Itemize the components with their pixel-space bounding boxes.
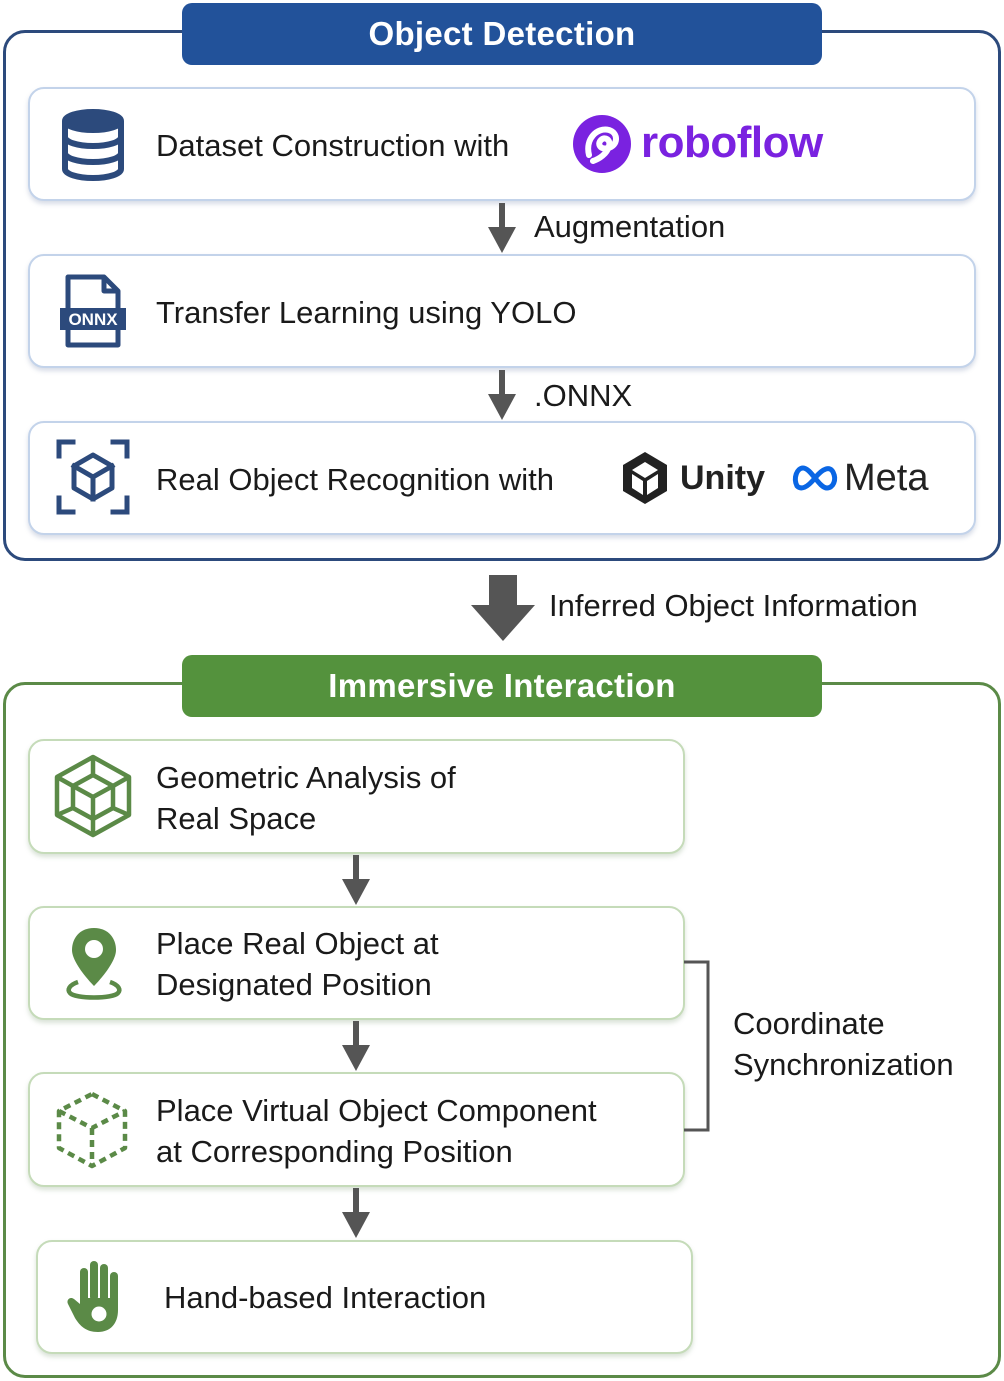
coordinate-sync-bracket — [684, 960, 710, 1132]
hand-interaction-label: Hand-based Interaction — [164, 1280, 487, 1315]
geometric-analysis-card — [28, 739, 685, 854]
arrow-transfer-to-recognition — [488, 370, 516, 420]
immersive-interaction-header: Immersive Interaction — [182, 655, 822, 717]
transfer-learning-label: Transfer Learning using YOLO — [156, 295, 577, 330]
hand-icon — [67, 1261, 118, 1332]
place-real-object-card — [28, 906, 685, 1020]
augmentation-label: Augmentation — [534, 209, 726, 244]
arrow-detection-to-interaction — [471, 575, 535, 641]
database-icon — [62, 109, 124, 181]
place-real-object-label-line1: Place Real Object at — [156, 926, 439, 961]
coordinate-sync-label-line1: Coordinate — [733, 1006, 885, 1041]
hand-interaction-card — [36, 1240, 693, 1354]
object-detection-header: Object Detection — [182, 3, 822, 65]
place-virtual-object-label-line1: Place Virtual Object Component — [156, 1093, 597, 1128]
object-detection-title: Object Detection — [368, 15, 636, 52]
transfer-learning-card — [28, 254, 976, 368]
arrow-place-virtual-to-hand — [342, 1188, 370, 1238]
immersive-interaction-title: Immersive Interaction — [328, 667, 676, 704]
onnx-file-icon: ONNX — [60, 274, 126, 348]
unity-logo-text: Unity — [680, 459, 765, 497]
place-real-object-label-line2: Designated Position — [156, 967, 432, 1002]
dashed-cube-icon — [56, 1091, 128, 1169]
real-object-recognition-label: Real Object Recognition with — [156, 462, 555, 497]
roboflow-logo-icon — [573, 115, 631, 173]
place-virtual-object-label-line2: at Corresponding Position — [156, 1134, 513, 1169]
unity-logo-icon — [623, 452, 667, 504]
onnx-label: .ONNX — [534, 378, 633, 413]
roboflow-logo-text: roboflow — [641, 118, 823, 167]
arrow-geometric-to-place-real — [342, 855, 370, 905]
arrow-place-real-to-place-virtual — [342, 1021, 370, 1071]
onnx-file-icon-text: ONNX — [68, 310, 118, 329]
meta-logo-text: Meta — [844, 457, 929, 499]
dataset-construction-label: Dataset Construction with — [156, 128, 510, 163]
geometric-analysis-label-line1: Geometric Analysis of — [156, 760, 456, 795]
coordinate-sync-label-line2: Synchronization — [733, 1047, 954, 1082]
wireframe-cube-icon — [54, 754, 132, 838]
object-scan-icon — [56, 439, 130, 515]
geometric-analysis-label-line2: Real Space — [156, 801, 317, 836]
arrow-dataset-to-transfer — [488, 203, 516, 253]
dataset-construction-card — [28, 87, 976, 201]
meta-logo-icon — [792, 465, 838, 491]
map-pin-icon — [66, 928, 122, 1000]
inferred-object-information-label: Inferred Object Information — [549, 588, 918, 623]
